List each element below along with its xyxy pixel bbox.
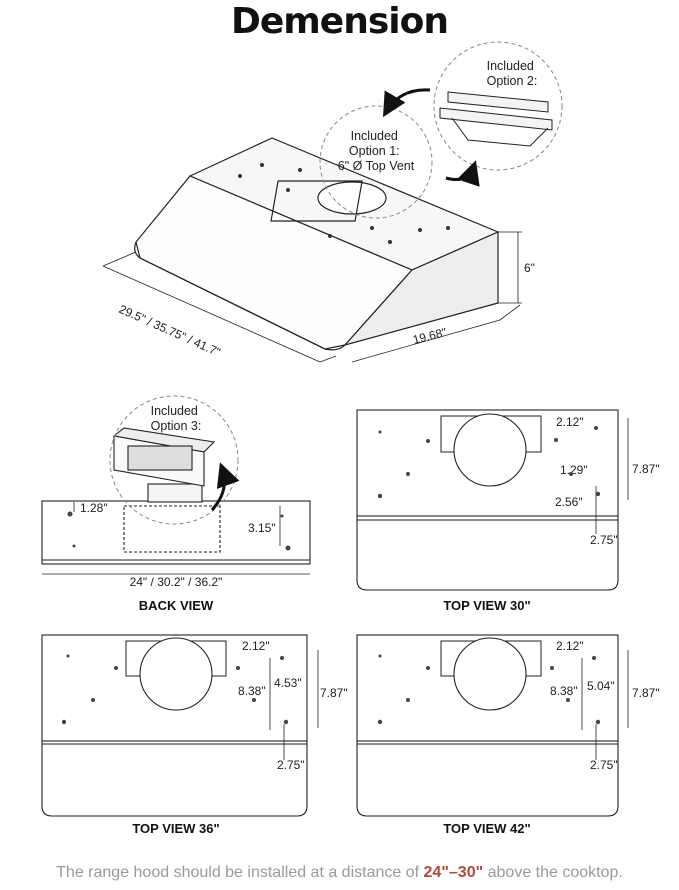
note-text-after: above the cooktop. (483, 864, 623, 881)
back-dim-right: 3.15" (248, 521, 276, 535)
mount-holes (61, 426, 601, 725)
back-view-caption: BACK VIEW (139, 598, 214, 613)
tv36-dim5: 2.75" (277, 758, 305, 772)
back-view (41, 427, 311, 565)
back-dim-left: 1.28" (80, 501, 108, 515)
tv30-caption: TOP VIEW 30" (443, 598, 530, 613)
tv42-dim3: 8.38" (550, 684, 578, 698)
option2-bracket (439, 91, 553, 147)
arrow-option3-curve (210, 462, 240, 512)
tv30-dim2: 1.29" (560, 463, 588, 477)
width-dimension-label: 29.5" / 35.75" / 41.7" (117, 302, 223, 359)
back-dim-width: 24" / 30.2" / 36.2" (130, 575, 223, 589)
note-text-before: The range hood should be installed at a … (56, 864, 424, 881)
top-vent-circle (317, 181, 387, 215)
option1-label: Included Option 1: 6" Ø Top Vent (338, 129, 415, 173)
vent-plate (270, 180, 363, 222)
dimension-diagram: 29.5" / 35.75" / 41.7" 19.68" 6" Include… (41, 41, 660, 836)
tv36-dim2: 4.53" (274, 676, 302, 690)
top-view-42 (356, 634, 619, 817)
tv42-dim5: 2.75" (590, 758, 618, 772)
installation-note: The range hood should be installed at a … (0, 864, 679, 882)
note-distance-highlight: 24"–30" (423, 864, 484, 881)
tv42-dim1: 2.12" (556, 639, 584, 653)
tv30-dim1: 2.12" (556, 415, 584, 429)
option2-callout-circle (433, 41, 563, 171)
top-view-36 (41, 634, 308, 817)
arrow-option1-curve (445, 160, 480, 187)
tv42-dim4: 7.87" (632, 686, 660, 700)
top-view-30 (356, 409, 619, 591)
back-collar (147, 483, 203, 503)
tv36-caption: TOP VIEW 36" (132, 821, 219, 836)
tv30-dim5: 2.75" (590, 533, 618, 547)
tv30-dim3: 2.56" (555, 495, 583, 509)
depth-dimension-label: 19.68" (411, 325, 448, 347)
main-hood-view (102, 137, 522, 363)
tv36-dim4: 7.87" (320, 686, 348, 700)
option2-label: Included Option 2: (487, 59, 538, 88)
tv36-dim1: 2.12" (242, 639, 270, 653)
option1-callout-circle (319, 105, 433, 219)
arrow-option2-curve (382, 88, 431, 118)
tv36-dim3: 8.38" (238, 684, 266, 698)
tv42-caption: TOP VIEW 42" (443, 821, 530, 836)
back-vent-plate (123, 505, 221, 553)
tv30-dim4: 7.87" (632, 462, 660, 476)
page-title: Demension (231, 1, 449, 42)
height-dimension-label: 6" (524, 261, 535, 275)
option3-label: Included Option 3: (151, 404, 202, 433)
tv42-dim2: 5.04" (587, 679, 615, 693)
option3-callout-circle (109, 395, 239, 525)
